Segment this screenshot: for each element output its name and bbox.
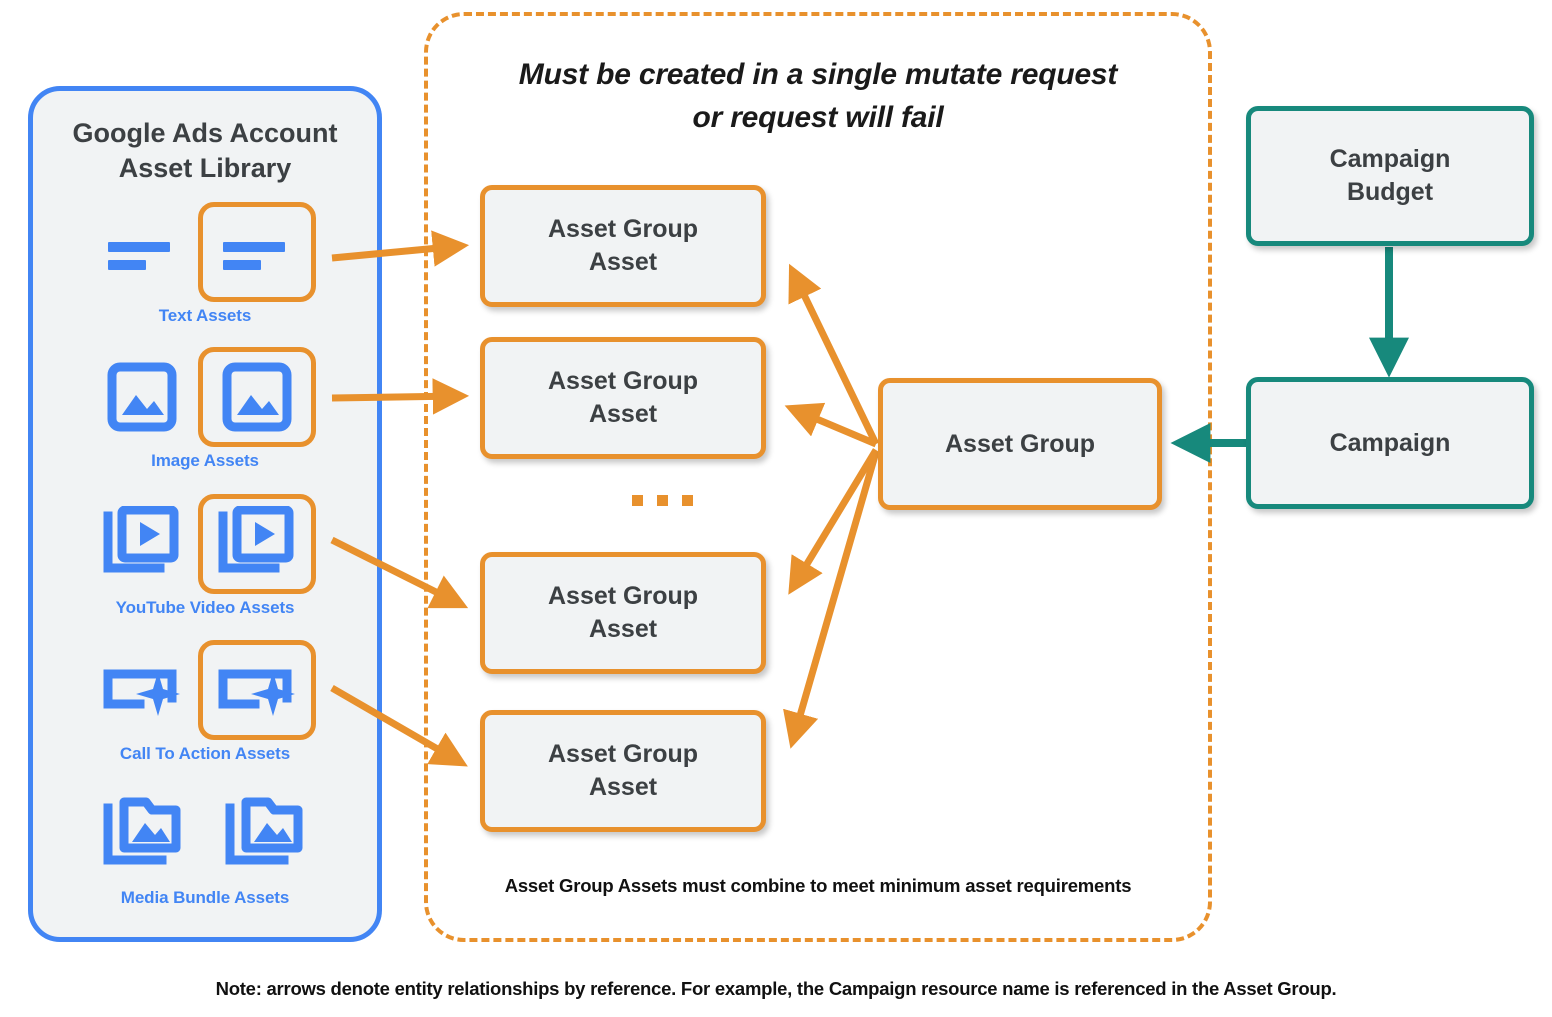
asset-group-asset-node-1[interactable]: Asset Group Asset bbox=[480, 185, 766, 307]
library-item-label: Text Assets bbox=[158, 306, 252, 325]
campaign-budget-label: Campaign Budget bbox=[1329, 145, 1451, 206]
asset-group-node[interactable]: Asset Group bbox=[878, 378, 1162, 510]
library-item-label: Media Bundle Assets bbox=[120, 888, 290, 907]
asset-group-label: Asset Group bbox=[944, 429, 1096, 458]
media-bundle-asset-icon bbox=[218, 786, 314, 882]
video-asset-icon bbox=[94, 496, 190, 592]
library-item-call-to-action-assets[interactable]: Call To Action Assets bbox=[28, 638, 382, 764]
mutate-zone-title-line2: or request will fail bbox=[692, 100, 944, 134]
image-asset-icon-glyph bbox=[107, 362, 177, 432]
asset-library-title: Google Ads Account Asset Library bbox=[28, 116, 382, 186]
call-to-action-asset-icon-glyph bbox=[103, 669, 180, 716]
text-asset-icon-selected[interactable] bbox=[198, 202, 316, 302]
call-to-action-asset-icon-glyph bbox=[218, 669, 295, 716]
ellipsis-indicator bbox=[632, 495, 693, 506]
asset-library-title-line1: Google Ads Account bbox=[72, 118, 338, 148]
campaign-label: Campaign bbox=[1329, 428, 1451, 457]
asset-group-asset-label: Asset Group Asset bbox=[547, 367, 699, 428]
library-item-youtube-video-assets[interactable]: YouTube Video Assets bbox=[28, 492, 382, 618]
media-bundle-asset-icon-glyph bbox=[103, 797, 181, 865]
library-item-image-assets[interactable]: Image Assets bbox=[28, 345, 382, 471]
asset-group-asset-node-2[interactable]: Asset Group Asset bbox=[480, 337, 766, 459]
video-asset-icon-glyph bbox=[103, 506, 179, 573]
image-asset-icon-glyph bbox=[222, 362, 292, 432]
asset-group-asset-label: Asset Group Asset bbox=[547, 582, 699, 643]
library-item-text-assets[interactable]: Text Assets bbox=[28, 200, 382, 326]
text-asset-icon bbox=[94, 204, 190, 300]
mutate-zone-footnote: Asset Group Assets must combine to meet … bbox=[504, 875, 1132, 896]
image-asset-icon-selected[interactable] bbox=[198, 347, 316, 447]
mutate-zone-title-line1: Must be created in a single mutate reque… bbox=[518, 58, 1118, 91]
library-item-label: YouTube Video Assets bbox=[115, 598, 295, 617]
library-item-label: Image Assets bbox=[151, 451, 259, 470]
campaign-budget-node[interactable]: Campaign Budget bbox=[1246, 106, 1534, 246]
image-asset-icon bbox=[94, 349, 190, 445]
library-item-media-bundle-assets[interactable]: Media Bundle Assets bbox=[28, 782, 382, 908]
text-asset-icon-glyph bbox=[223, 242, 285, 270]
asset-group-asset-node-4[interactable]: Asset Group Asset bbox=[480, 710, 766, 832]
asset-group-asset-label: Asset Group Asset bbox=[547, 740, 699, 801]
asset-library-panel bbox=[28, 86, 382, 942]
diagram-note: Note: arrows denote entity relationships… bbox=[215, 978, 1337, 999]
video-asset-icon-glyph bbox=[218, 506, 294, 573]
library-item-label: Call To Action Assets bbox=[119, 744, 291, 763]
video-asset-icon-selected[interactable] bbox=[198, 494, 316, 594]
asset-library-title-line2: Asset Library bbox=[118, 153, 292, 184]
call-to-action-asset-icon-selected[interactable] bbox=[198, 640, 316, 740]
asset-group-asset-node-3[interactable]: Asset Group Asset bbox=[480, 552, 766, 674]
media-bundle-asset-icon-glyph bbox=[225, 797, 303, 865]
asset-group-asset-label: Asset Group Asset bbox=[547, 215, 699, 276]
mutate-zone-title: Must be created in a single mutate reque… bbox=[424, 54, 1212, 139]
text-asset-icon-glyph bbox=[108, 242, 170, 270]
call-to-action-asset-icon bbox=[94, 642, 190, 738]
campaign-node[interactable]: Campaign bbox=[1246, 377, 1534, 509]
media-bundle-asset-icon bbox=[96, 786, 192, 882]
